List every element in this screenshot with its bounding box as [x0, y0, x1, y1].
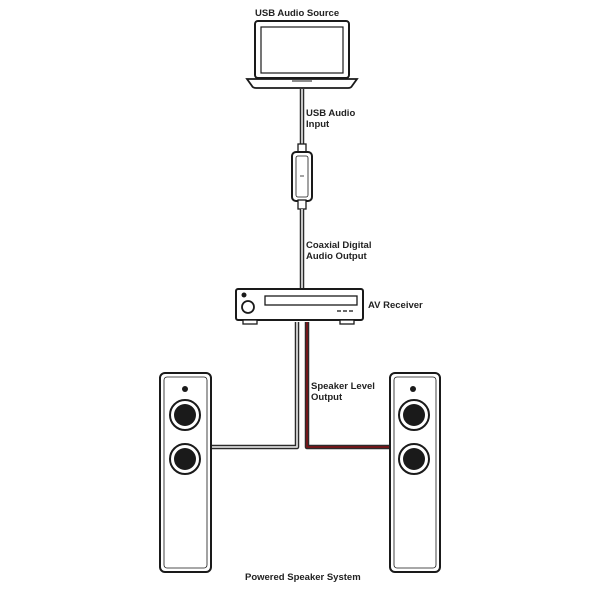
- usb-audio-source-label: USB Audio Source: [255, 8, 340, 19]
- powered-speaker-system-label: Powered Speaker System: [245, 572, 361, 583]
- speaker-right-icon: [389, 372, 441, 573]
- laptop-icon: [245, 20, 359, 89]
- speaker-cable-left: [211, 322, 300, 450]
- coaxial-output-label-line1: Coaxial Digital: [306, 240, 372, 251]
- av-receiver-label: AV Receiver: [368, 300, 423, 311]
- av-receiver-icon: [235, 288, 364, 325]
- speaker-level-label-line1: Speaker Level: [311, 381, 375, 392]
- usb-converter-icon: [291, 143, 313, 210]
- speaker-left-icon: [159, 372, 212, 573]
- speaker-level-label-line2: Output: [311, 392, 343, 403]
- speaker-cable-right: [304, 322, 390, 450]
- coaxial-output-label-line2: Audio Output: [306, 251, 367, 262]
- usb-audio-input-label-line2: Input: [306, 119, 330, 130]
- usb-audio-input-label-line1: USB Audio: [306, 108, 356, 119]
